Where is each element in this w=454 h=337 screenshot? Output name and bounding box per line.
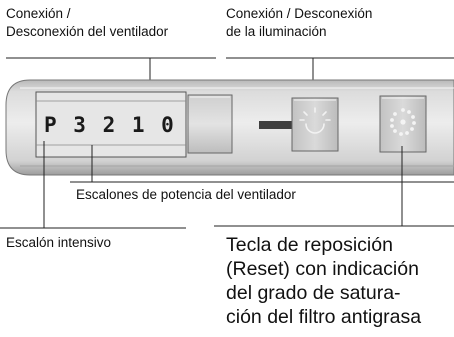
- intensive-label: Escalón intensivo: [6, 235, 112, 250]
- filter-saturation-icon: [390, 108, 416, 136]
- fan-switch-label: Conexión / Desconexión del ventilador: [6, 6, 169, 39]
- light-key[interactable]: [291, 97, 339, 152]
- light-indicator-bar: [259, 121, 295, 129]
- light-switch-label: Conexión / Desconexión de la iluminación: [226, 6, 373, 39]
- reset-key-label: Tecla de reposición (Reset) con indicaci…: [226, 234, 422, 328]
- fan-display[interactable]: [35, 91, 187, 158]
- display-text: P 3 2 1 0: [44, 113, 176, 137]
- fan-key[interactable]: [187, 94, 233, 154]
- fan-levels-label: Escalones de potencia del ventilador: [76, 187, 296, 202]
- lamp-icon: [299, 107, 331, 134]
